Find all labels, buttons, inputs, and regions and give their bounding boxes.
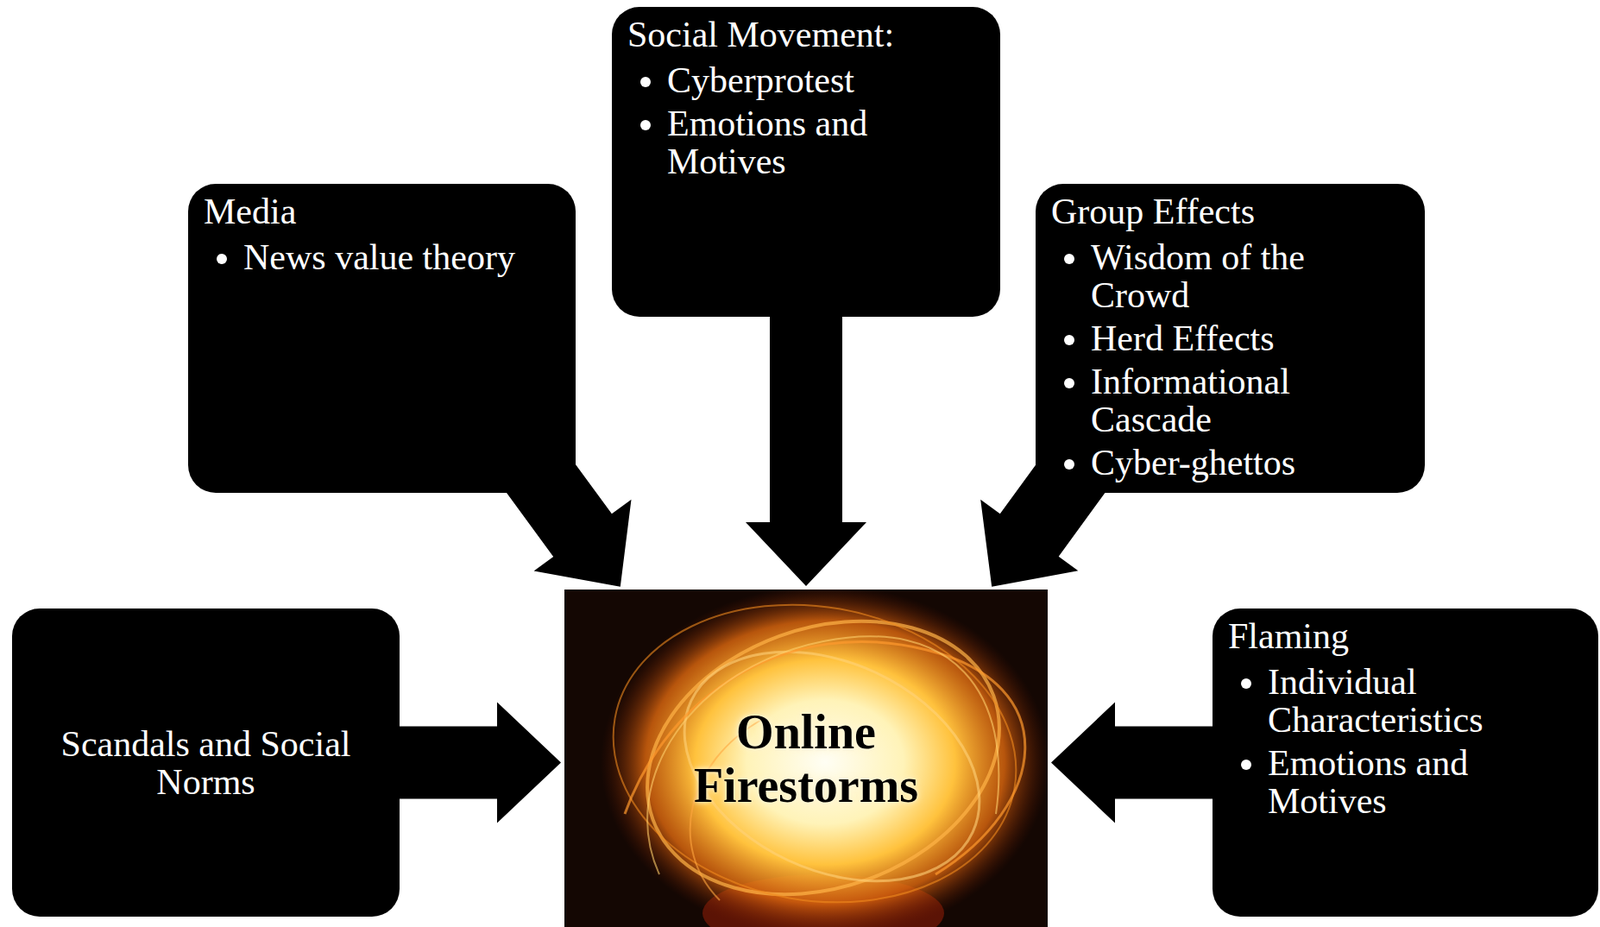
box-text: Scandals and Social Norms xyxy=(32,724,379,801)
media-box: MediaNews value theory xyxy=(188,183,576,493)
scandals-box: Scandals and Social Norms xyxy=(12,608,400,917)
box-heading: Social Movement: xyxy=(627,15,985,54)
bullet-list: CyberprotestEmotions and Motives xyxy=(627,61,985,181)
box-heading: Media xyxy=(203,192,561,231)
bullet-item: Wisdom of the Crowd xyxy=(1090,238,1410,315)
bullet-item: Emotions and Motives xyxy=(1267,743,1583,820)
group-effects-box: Group EffectsWisdom of the CrowdHerd Eff… xyxy=(1035,183,1425,493)
bullet-item: Emotions and Motives xyxy=(667,104,985,181)
bullet-item: Herd Effects xyxy=(1090,319,1410,358)
bullet-list: Wisdom of the CrowdHerd EffectsInformati… xyxy=(1051,238,1410,482)
firestorms-box: Online Firestorms xyxy=(564,589,1048,927)
bullet-item: Cyberprotest xyxy=(667,61,985,100)
bullet-item: Individual Characteristics xyxy=(1267,662,1583,739)
flaming-box: FlamingIndividual CharacteristicsEmotion… xyxy=(1212,608,1599,917)
fire-swirl xyxy=(608,589,1038,927)
social-movement-box: Social Movement: CyberprotestEmotions and… xyxy=(611,6,1001,317)
fire-wisp xyxy=(624,641,1026,875)
bullet-list: News value theory xyxy=(203,238,561,277)
block-arrow xyxy=(745,285,867,586)
fire-swirl xyxy=(589,589,1040,927)
box-heading: Group Effects xyxy=(1051,192,1410,231)
bullet-item: Cyber-ghettos xyxy=(1090,443,1410,482)
bullet-item: News value theory xyxy=(243,238,561,277)
center-title: Online Firestorms xyxy=(642,705,971,813)
box-heading: Flaming xyxy=(1228,617,1583,656)
bullet-list: Individual CharacteristicsEmotions and M… xyxy=(1228,662,1583,820)
bullet-item: Informational Cascade xyxy=(1090,362,1410,439)
